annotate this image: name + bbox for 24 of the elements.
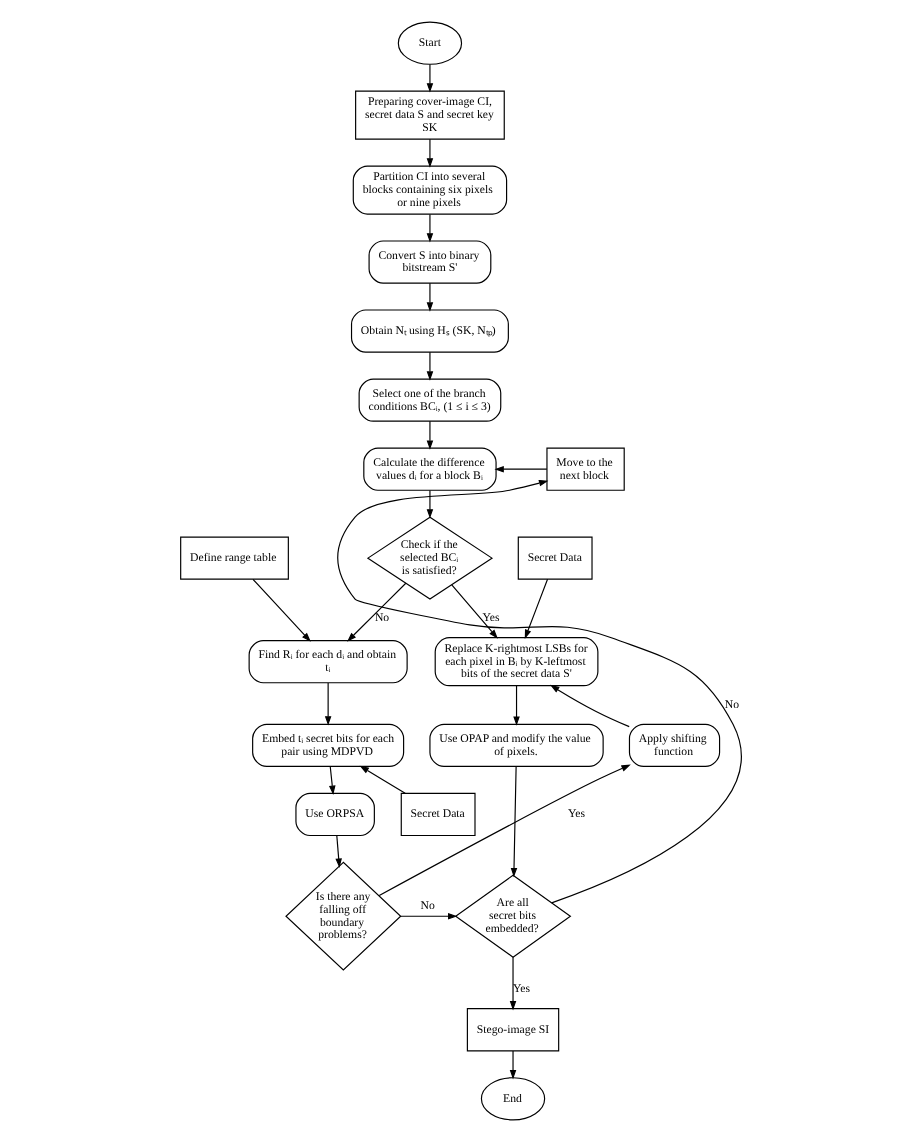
arrow [509, 1050, 517, 1080]
arrow [550, 684, 630, 728]
arrow [426, 351, 434, 381]
arrow [524, 578, 549, 640]
arrow [426, 138, 434, 168]
arrow [328, 765, 336, 795]
arrow [513, 685, 520, 726]
arrow [347, 582, 407, 642]
arrow [324, 682, 332, 726]
arrow [252, 578, 311, 642]
arrow [494, 465, 548, 473]
arrow [510, 765, 518, 878]
arrow [378, 764, 631, 897]
arrow [426, 489, 434, 519]
arrow [335, 835, 342, 868]
arrow [359, 765, 406, 794]
arrow [400, 912, 458, 920]
arrow [426, 420, 434, 450]
arrow [426, 213, 434, 243]
arrow [509, 956, 517, 1011]
arrow [426, 282, 434, 312]
arrow [337, 479, 742, 904]
arrow [426, 63, 434, 93]
arrow [451, 584, 498, 639]
